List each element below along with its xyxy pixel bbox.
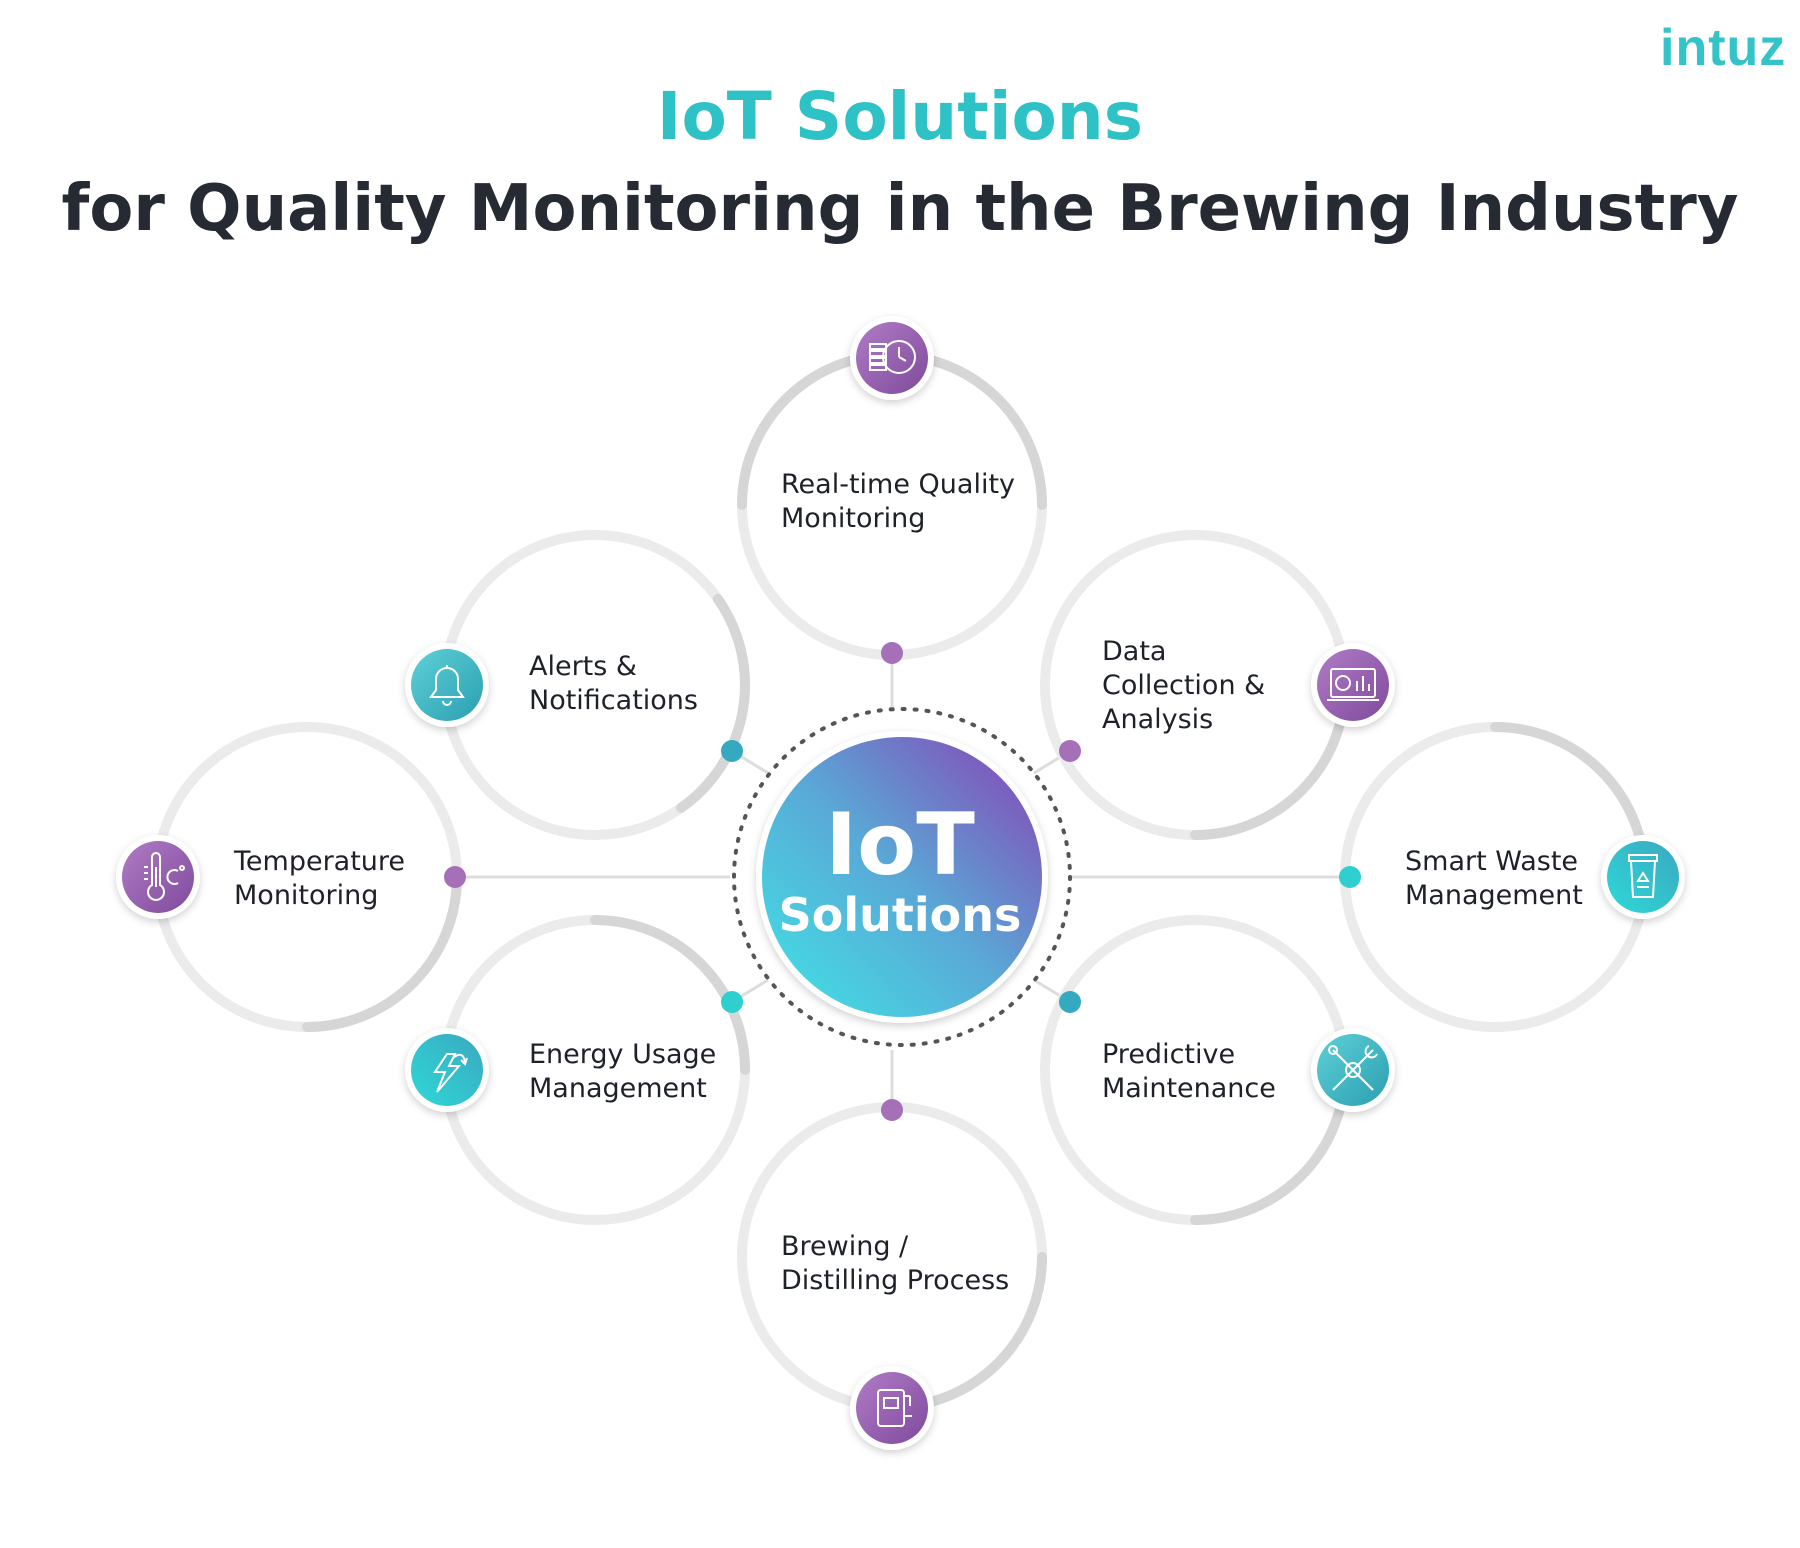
hub [732, 707, 1072, 1047]
hub-title: IoT [825, 795, 975, 895]
recycle-bin-icon [1601, 835, 1685, 919]
hub-subtitle: Solutions [778, 888, 1022, 942]
bell-icon [405, 643, 489, 727]
brew-tank-icon [850, 1366, 934, 1450]
lightning-arrow-icon [405, 1028, 489, 1112]
label-alerts: Alerts &Notifications [529, 651, 698, 716]
icon-badges [116, 316, 1685, 1450]
diagram-title: IoT Solutions [656, 78, 1144, 155]
intuz-logo: intuz [1660, 19, 1787, 77]
thermometer-icon [116, 835, 200, 919]
connector-lines [455, 652, 1350, 1110]
label-brewing: Brewing /Distilling Process [781, 1231, 1010, 1296]
coins-clock-icon [850, 316, 934, 400]
tools-gear-icon [1311, 1028, 1395, 1112]
analytics-laptop-icon [1311, 643, 1395, 727]
diagram-subtitle: for Quality Monitoring in the Brewing In… [61, 172, 1739, 246]
hub-circle [762, 737, 1042, 1017]
connector-dots [444, 642, 1361, 1121]
